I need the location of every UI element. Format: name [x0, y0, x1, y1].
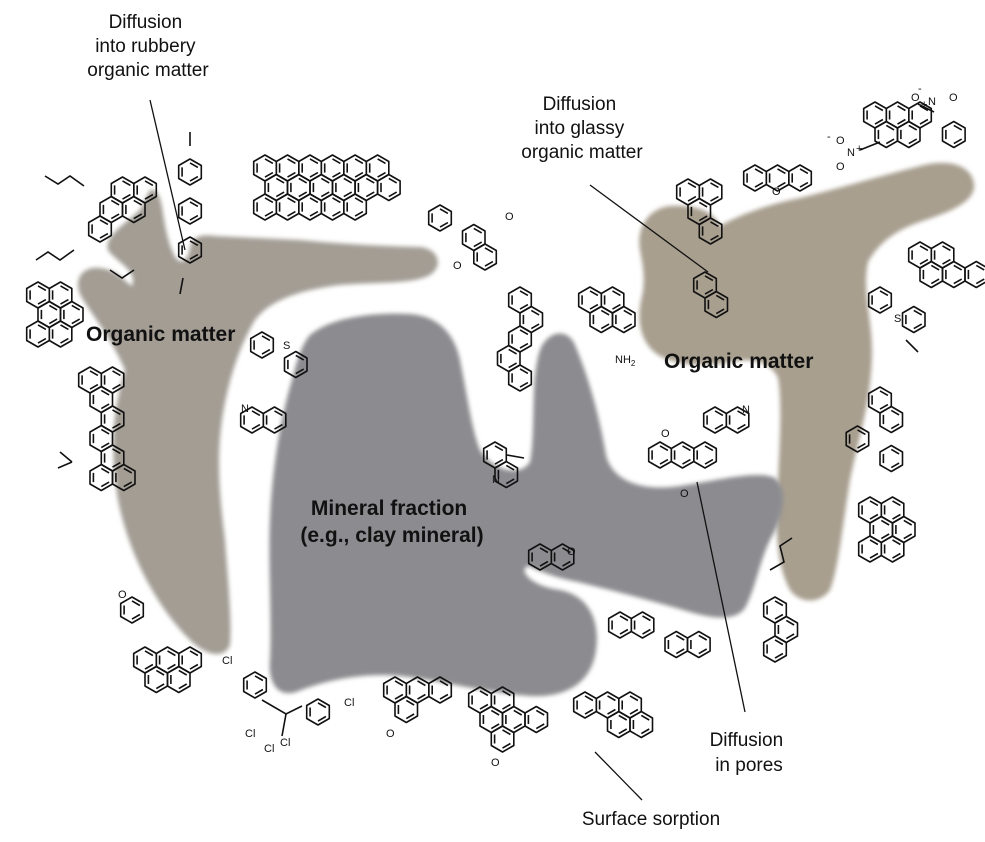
oxygen-label-benzanthrone: O — [386, 728, 395, 740]
oxygen-label-benzofuran-left: O — [118, 589, 127, 601]
chlorine-label-3: Cl — [245, 728, 255, 740]
sulfur-label-benzothiophene-right: S — [894, 313, 901, 325]
nitro-plus-label-2: + — [856, 143, 862, 155]
chlorine-label-1: Cl — [222, 655, 232, 667]
substituent-chain — [58, 462, 72, 468]
chlorine-label-4: Cl — [264, 743, 274, 755]
amine-label: NH2 — [615, 354, 636, 368]
oxygen-label-xanthone: O — [661, 428, 670, 440]
label-surface-sorption: Surface sorption — [582, 809, 720, 830]
aromatic-hydrocarbon-molecule-icon — [469, 687, 548, 752]
oxygen-label-anthraquinone-2: O — [453, 260, 462, 272]
label-diffusion-pores: Diffusion in pores — [710, 730, 789, 776]
label-diffusion-rubbery: Diffusion into rubbery organic matter — [87, 12, 209, 81]
oxygen-label-xanthene: O — [772, 186, 781, 198]
chlorine-label-2: Cl — [344, 697, 354, 709]
nitrogen-label-indole: N — [241, 403, 249, 415]
nitro-o-label-2: O — [949, 92, 958, 104]
nitro-n-label-2: N — [847, 147, 855, 159]
oxygen-label-perinaphthenone: O — [491, 757, 500, 769]
oxygen-label-anthraquinone-1: O — [505, 211, 514, 223]
aromatic-hydrocarbon-molecule-icon — [307, 699, 330, 725]
label-diffusion-glassy: Diffusion into glassy organic matter — [521, 94, 643, 163]
oxygen-label-xanthone-keto: O — [680, 488, 689, 500]
nitrogen-label-quinaldine: N — [742, 404, 750, 416]
aromatic-hydrocarbon-molecule-icon — [869, 287, 925, 333]
substituent-chain — [36, 250, 74, 260]
leader-surface — [595, 752, 642, 800]
aromatic-hydrocarbon-molecule-icon — [429, 205, 497, 270]
aromatic-hydrocarbon-molecule-icon — [134, 647, 202, 693]
nitro-o-label-4: O — [836, 161, 845, 173]
substituent-chain — [262, 700, 302, 714]
aromatic-hydrocarbon-molecule-icon — [909, 242, 985, 288]
nitro-minus-label-2: - — [827, 131, 831, 143]
aromatic-hydrocarbon-molecule-icon — [859, 497, 915, 562]
nitro-minus-label-1: - — [918, 83, 922, 95]
substituent-chain — [906, 340, 918, 352]
oxygen-label-benzofuran-mid: O — [567, 546, 576, 558]
label-organic-matter-right: Organic matter — [664, 350, 813, 373]
aromatic-hydrocarbon-molecule-icon — [244, 672, 267, 698]
chlorine-label-5: Cl — [280, 737, 290, 749]
substituent-chain — [860, 142, 880, 150]
substituent-chain — [45, 176, 84, 186]
aromatic-hydrocarbon-molecule-icon — [579, 287, 635, 333]
nitro-n-label-1: N — [928, 96, 936, 108]
nitrogen-label-isoquinoline: N — [492, 474, 500, 486]
label-organic-matter-left: Organic matter — [86, 323, 235, 346]
substituent-chain — [282, 714, 286, 736]
aromatic-hydrocarbon-molecule-icon — [609, 612, 710, 658]
substituent-chain — [507, 455, 524, 458]
sulfur-label-benzothiophene-left: S — [283, 340, 290, 352]
substituent-chain — [60, 452, 72, 462]
aromatic-hydrocarbon-molecule-icon — [27, 282, 83, 347]
aromatic-hydrocarbon-molecule-icon — [649, 442, 717, 468]
aromatic-hydrocarbon-molecule-icon — [384, 677, 452, 723]
nitro-plus-label-1: + — [921, 99, 927, 111]
aromatic-hydrocarbon-molecule-icon — [864, 102, 965, 148]
aromatic-hydrocarbon-molecule-icon — [574, 692, 653, 738]
aromatic-hydrocarbon-molecule-icon — [254, 155, 400, 220]
aromatic-hydrocarbon-molecule-icon — [764, 597, 798, 662]
nitro-o-label-3: O — [836, 135, 845, 147]
